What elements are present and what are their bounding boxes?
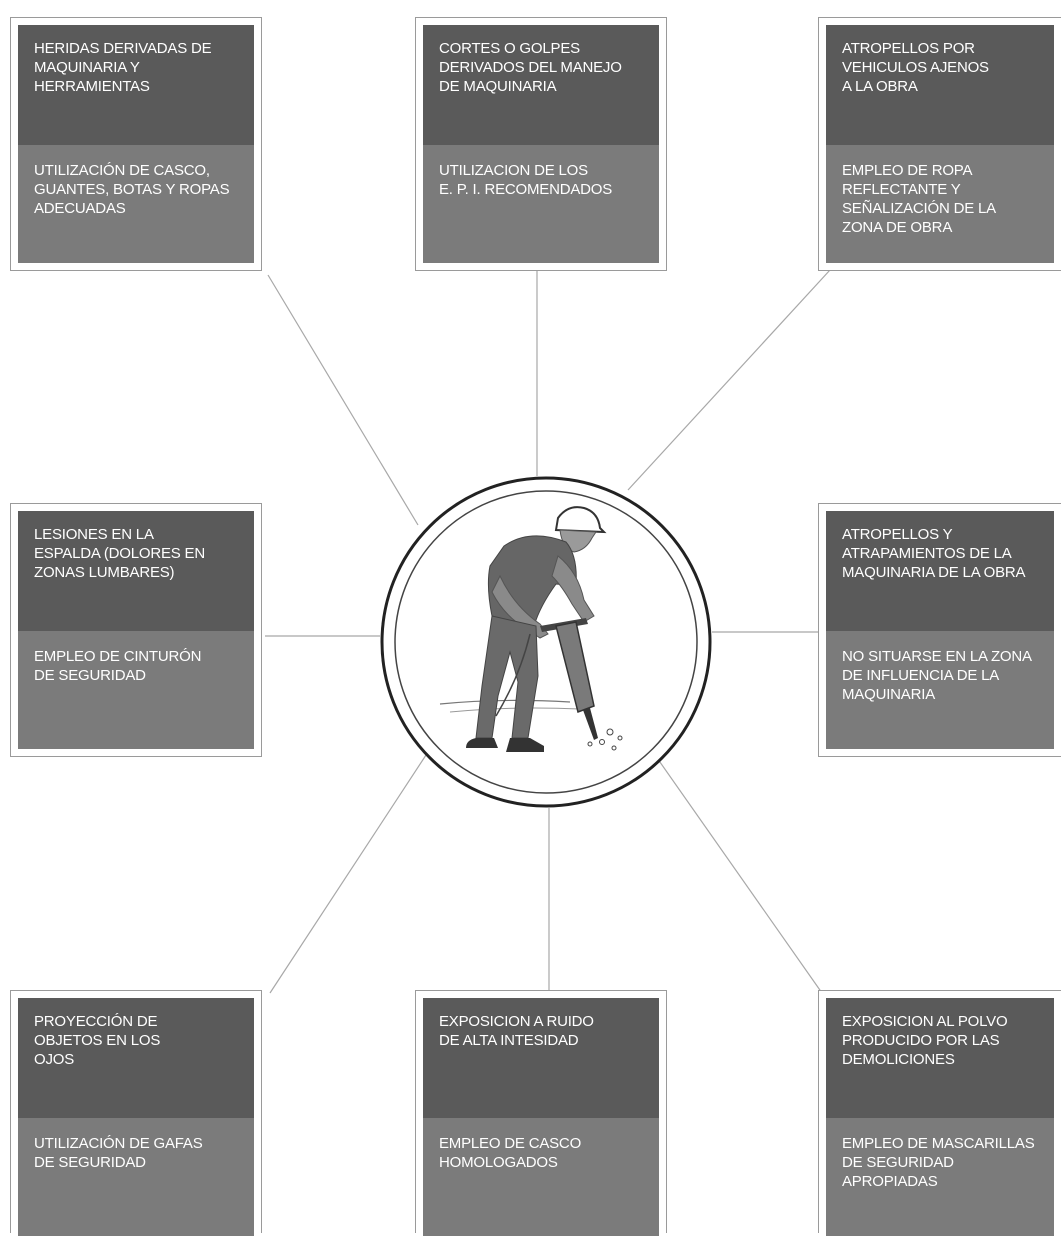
measure-box: UTILIZACION DE LOS E. P. I. RECOMENDADOS — [423, 145, 659, 263]
risk-line: EXPOSICION A RUIDO — [439, 1013, 594, 1030]
measure-line: GUANTES, BOTAS Y ROPAS — [34, 181, 230, 198]
card-top-center: CORTES O GOLPES DERIVADOS DEL MANEJO DE … — [415, 17, 667, 271]
risk-line: OBJETOS EN LOS — [34, 1032, 161, 1049]
risk-box: CORTES O GOLPES DERIVADOS DEL MANEJO DE … — [423, 25, 659, 145]
measure-box: EMPLEO DE CINTURÓN DE SEGURIDAD — [18, 631, 254, 749]
measure-line: APROPIADAS — [842, 1173, 938, 1190]
connector-top-left — [267, 274, 419, 526]
measure-line: EMPLEO DE MASCARILLAS — [842, 1135, 1035, 1152]
risk-line: MAQUINARIA Y — [34, 59, 140, 76]
risk-line: ATRAPAMIENTOS DE LA — [842, 545, 1012, 562]
risk-line: CORTES O GOLPES — [439, 40, 580, 57]
measure-line: UTILIZACION DE LOS — [439, 162, 588, 179]
risk-line: PROYECCIÓN DE — [34, 1013, 158, 1030]
risk-line: HERRAMIENTAS — [34, 78, 150, 95]
card-top-right: ATROPELLOS POR VEHICULOS AJENOS A LA OBR… — [818, 17, 1061, 271]
connector-bottom-right — [654, 754, 823, 994]
risk-box: EXPOSICION AL POLVO PRODUCIDO POR LAS DE… — [826, 998, 1054, 1118]
measure-line: ADECUADAS — [34, 200, 126, 217]
measure-box: EMPLEO DE ROPA REFLECTANTE Y SEÑALIZACIÓ… — [826, 145, 1054, 263]
measure-line: DE SEGURIDAD — [34, 667, 146, 684]
measure-line: DE INFLUENCIA DE LA — [842, 667, 1000, 684]
measure-box: UTILIZACIÓN DE GAFAS DE SEGURIDAD — [18, 1118, 254, 1236]
risk-line: MAQUINARIA DE LA OBRA — [842, 564, 1026, 581]
measure-line: MAQUINARIA — [842, 686, 936, 703]
risk-line: DE ALTA INTESIDAD — [439, 1032, 579, 1049]
measure-line: UTILIZACIÓN DE CASCO, — [34, 162, 210, 179]
risk-line: ATROPELLOS POR — [842, 40, 975, 57]
measure-line: E. P. I. RECOMENDADOS — [439, 181, 613, 198]
measure-line: HOMOLOGADOS — [439, 1154, 558, 1171]
card-middle-left: LESIONES EN LA ESPALDA (DOLORES EN ZONAS… — [10, 503, 262, 757]
risk-box: LESIONES EN LA ESPALDA (DOLORES EN ZONAS… — [18, 511, 254, 631]
risk-line: DERIVADOS DEL MANEJO — [439, 59, 622, 76]
measure-box: UTILIZACIÓN DE CASCO, GUANTES, BOTAS Y R… — [18, 145, 254, 263]
risk-line: VEHICULOS AJENOS — [842, 59, 989, 76]
card-middle-right: ATROPELLOS Y ATRAPAMIENTOS DE LA MAQUINA… — [818, 503, 1061, 757]
risk-line: DEMOLICIONES — [842, 1051, 955, 1068]
measure-box: EMPLEO DE CASCO HOMOLOGADOS — [423, 1118, 659, 1236]
card-bottom-left: PROYECCIÓN DE OBJETOS EN LOS OJOS UTILIZ… — [10, 990, 262, 1236]
measure-line: EMPLEO DE CINTURÓN — [34, 648, 202, 665]
risk-box: ATROPELLOS POR VEHICULOS AJENOS A LA OBR… — [826, 25, 1054, 145]
measure-line: ZONA DE OBRA — [842, 219, 953, 236]
risk-line: LESIONES EN LA — [34, 526, 154, 543]
measure-line: UTILIZACIÓN DE GAFAS — [34, 1135, 203, 1152]
measure-line: SEÑALIZACIÓN DE LA — [842, 200, 996, 217]
risk-box: ATROPELLOS Y ATRAPAMIENTOS DE LA MAQUINA… — [826, 511, 1054, 631]
connector-bottom-left — [269, 751, 429, 994]
risk-line: OJOS — [34, 1051, 75, 1068]
risk-box: HERIDAS DERIVADAS DE MAQUINARIA Y HERRAM… — [18, 25, 254, 145]
measure-line: NO SITUARSE EN LA ZONA — [842, 648, 1032, 665]
measure-box: NO SITUARSE EN LA ZONA DE INFLUENCIA DE … — [826, 631, 1054, 749]
measure-line: DE SEGURIDAD — [34, 1154, 146, 1171]
risk-line: EXPOSICION AL POLVO — [842, 1013, 1008, 1030]
measure-line: DE SEGURIDAD — [842, 1154, 954, 1171]
card-bottom-right: EXPOSICION AL POLVO PRODUCIDO POR LAS DE… — [818, 990, 1061, 1236]
risk-line: ZONAS LUMBARES) — [34, 564, 175, 581]
risk-line: DE MAQUINARIA — [439, 78, 557, 95]
risk-line: HERIDAS DERIVADAS DE — [34, 40, 212, 57]
risk-line: A LA OBRA — [842, 78, 918, 95]
worker-jackhammer-icon — [380, 476, 712, 808]
risk-line: ATROPELLOS Y — [842, 526, 953, 543]
risk-line: ESPALDA (DOLORES EN — [34, 545, 205, 562]
card-bottom-center: EXPOSICION A RUIDO DE ALTA INTESIDAD EMP… — [415, 990, 667, 1236]
measure-box: EMPLEO DE MASCARILLAS DE SEGURIDAD APROP… — [826, 1118, 1054, 1236]
measure-line: REFLECTANTE Y — [842, 181, 961, 198]
risk-box: EXPOSICION A RUIDO DE ALTA INTESIDAD — [423, 998, 659, 1118]
measure-line: EMPLEO DE CASCO — [439, 1135, 582, 1152]
card-top-left: HERIDAS DERIVADAS DE MAQUINARIA Y HERRAM… — [10, 17, 262, 271]
risk-box: PROYECCIÓN DE OBJETOS EN LOS OJOS — [18, 998, 254, 1118]
risk-line: PRODUCIDO POR LAS — [842, 1032, 1000, 1049]
measure-line: EMPLEO DE ROPA — [842, 162, 973, 179]
connector-top-right — [627, 269, 831, 491]
